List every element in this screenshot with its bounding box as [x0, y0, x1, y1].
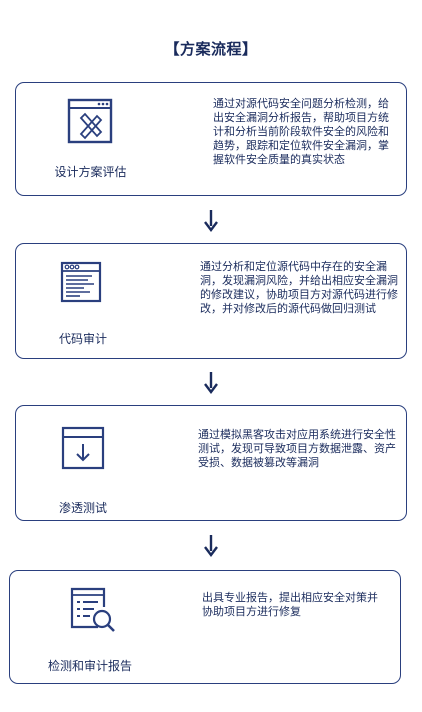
step-label: 渗透测试 [58, 501, 107, 515]
step-description: 通过对源代码安全问题分析检测，给出安全漏洞分析报告，帮助项目方统计和分析当前阶段… [213, 97, 389, 166]
step-label: 设计方案评估 [54, 165, 127, 179]
step-card-design-assessment: 设计方案评估 通过对源代码安全问题分析检测，给出安全漏洞分析报告，帮助项目方统计… [15, 82, 407, 196]
step-card-report: 检测和审计报告 出具专业报告，提出相应安全对策并协助项目方进行修复 [9, 570, 401, 684]
step-card-code-audit: 代码审计 通过分析和定位源代码中存在的安全漏洞，发现漏洞风险，并给出相应安全漏洞… [15, 243, 407, 359]
step-label: 检测和审计报告 [47, 659, 132, 673]
step-description: 通过模拟黑客攻击对应用系统进行安全性测试，发现可导致项目方数据泄露、资产受损、数… [198, 428, 396, 469]
design-tools-window-icon [67, 98, 113, 144]
code-window-icon [60, 261, 102, 303]
step-card-penetration-test: 渗透测试 通过模拟黑客攻击对应用系统进行安全性测试，发现可导致项目方数据泄露、资… [15, 405, 407, 521]
report-search-icon [70, 587, 115, 632]
flow-arrow-down [204, 210, 218, 232]
step-description: 通过分析和定位源代码中存在的安全漏洞，发现漏洞风险，并给出相应安全漏洞的修改建议… [200, 260, 398, 315]
step-label: 代码审计 [58, 332, 107, 346]
flow-arrow-down [204, 535, 218, 557]
download-window-icon [61, 426, 105, 470]
step-description: 出具专业报告，提出相应安全对策并协助项目方进行修复 [202, 591, 378, 618]
page-title: 【方案流程】 [164, 40, 258, 58]
flow-arrow-down [204, 372, 218, 394]
